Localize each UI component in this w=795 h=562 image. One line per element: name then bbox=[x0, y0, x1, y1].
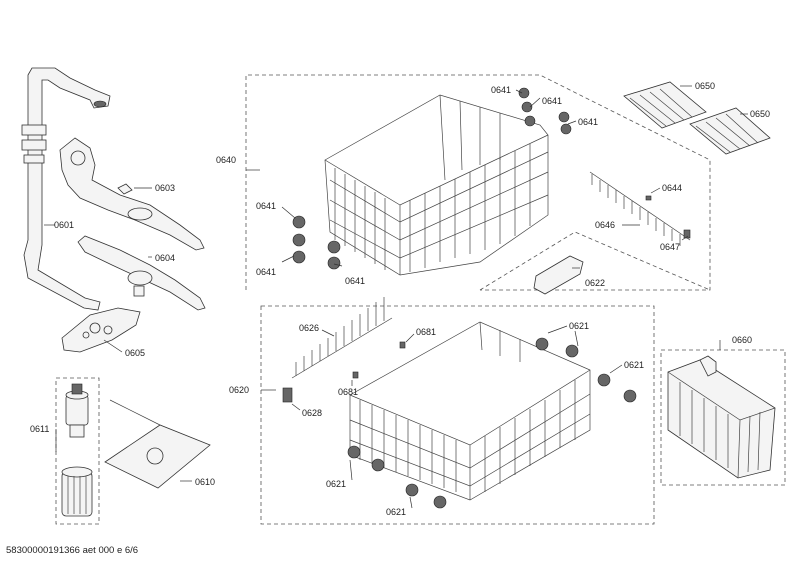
cutlery-basket bbox=[667, 355, 776, 479]
label-0647: 0647 bbox=[660, 242, 680, 252]
label-0641-c: 0641 bbox=[345, 276, 365, 286]
label-0681-a: 0681 bbox=[416, 327, 436, 337]
spray-supply-tube bbox=[21, 67, 111, 311]
upper-tray-2 bbox=[689, 107, 771, 155]
rack-handle bbox=[533, 255, 584, 295]
label-0650-a: 0650 bbox=[695, 81, 715, 91]
label-0628: 0628 bbox=[302, 408, 322, 418]
label-0626: 0626 bbox=[299, 323, 319, 333]
micro-filter-plate bbox=[61, 307, 141, 353]
label-0622: 0622 bbox=[585, 278, 605, 288]
label-0646: 0646 bbox=[595, 220, 615, 230]
clip-0628 bbox=[282, 387, 293, 403]
clip-0681-upper bbox=[399, 341, 406, 349]
lower-rack-group-box bbox=[260, 305, 655, 525]
clip-0647 bbox=[683, 229, 691, 239]
label-0641-f: 0641 bbox=[578, 117, 598, 127]
fine-filter-sheet bbox=[104, 399, 211, 489]
label-0644: 0644 bbox=[662, 183, 682, 193]
label-0641-b: 0641 bbox=[256, 267, 276, 277]
label-0621-a: 0621 bbox=[569, 321, 589, 331]
upper-rack-group-box-notch bbox=[479, 231, 711, 291]
lower-rack-wheels bbox=[347, 337, 637, 509]
lower-tine-row bbox=[291, 297, 393, 379]
label-0660: 0660 bbox=[732, 335, 752, 345]
upper-tray-1 bbox=[623, 81, 707, 129]
label-0610: 0610 bbox=[195, 477, 215, 487]
filter-cylinder bbox=[65, 383, 89, 438]
clip-0644 bbox=[645, 195, 652, 201]
upper-spray-arm bbox=[59, 137, 205, 251]
label-0641-d: 0641 bbox=[491, 85, 511, 95]
clip-0681-lower bbox=[352, 371, 359, 379]
label-0641-a: 0641 bbox=[256, 201, 276, 211]
upper-rack-wheels-top bbox=[518, 87, 572, 135]
label-0603: 0603 bbox=[155, 183, 175, 193]
label-0605: 0605 bbox=[125, 348, 145, 358]
label-0621-c: 0621 bbox=[326, 479, 346, 489]
label-0681-b: 0681 bbox=[338, 387, 358, 397]
document-id-footer: 58300000191366 aet 000 e 6/6 bbox=[6, 545, 138, 556]
upper-rack-wheels-left bbox=[292, 215, 341, 270]
upper-tine-row bbox=[589, 171, 691, 246]
label-0650-b: 0650 bbox=[750, 109, 770, 119]
label-0604: 0604 bbox=[155, 253, 175, 263]
lower-rack bbox=[349, 321, 591, 501]
label-0641-e: 0641 bbox=[542, 96, 562, 106]
coarse-filter bbox=[61, 466, 93, 517]
cutlery-basket-group-box bbox=[660, 349, 786, 486]
label-0640: 0640 bbox=[216, 155, 236, 165]
upper-rack bbox=[324, 94, 549, 276]
label-0621-b: 0621 bbox=[624, 360, 644, 370]
label-0621-d: 0621 bbox=[386, 507, 406, 517]
label-0620: 0620 bbox=[229, 385, 249, 395]
label-0611: 0611 bbox=[30, 424, 49, 434]
label-0601: 0601 bbox=[54, 220, 74, 230]
lower-spray-arm bbox=[77, 235, 206, 311]
